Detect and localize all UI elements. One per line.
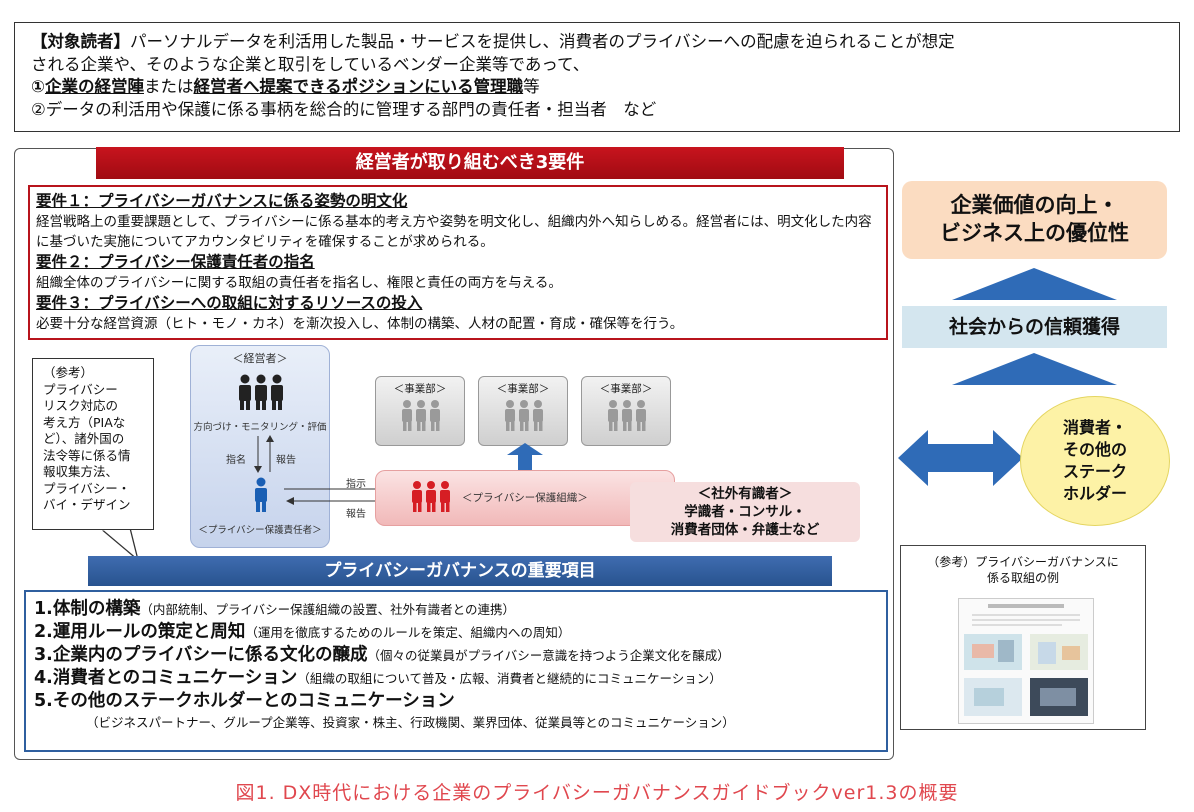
requirement-2-heading: 要件２：プライバシー保護責任者の指名 [36, 252, 880, 273]
value-line2: ビジネス上の優位性 [902, 219, 1167, 247]
guidebook-thumbnail-image [958, 598, 1094, 724]
note-line: リスク対応の [43, 398, 149, 415]
item-heading: 1.体制の構築 [34, 599, 140, 619]
privacy-officer-label: ＜プライバシー保護責任者＞ [190, 522, 330, 536]
target-label: 【対象読者】 [31, 32, 130, 51]
target-line4: ②データの利活用や保護に係る事柄を総合的に管理する部門の責任者・担当者 など [31, 99, 1163, 122]
executive-people-icon [236, 373, 286, 411]
target-line3-or: または [144, 77, 194, 96]
target-line3-num: ① [31, 77, 45, 96]
stake-line: ステーク [1021, 461, 1169, 483]
note-line: （参考） [43, 365, 149, 382]
note-line: プライバシー [43, 382, 149, 399]
example-line1: （参考）プライバシーガバナンスに [907, 554, 1139, 570]
horizontal-double-arrow [898, 430, 1023, 486]
important-item: 4.消費者とのコミュニケーション（組織の取組について普及・広報、消費者と継続的に… [34, 667, 878, 690]
item-note: （運用を徹底するためのルールを策定、組織内への周知） [245, 625, 570, 640]
executive-label: ＜経営者＞ [190, 350, 330, 366]
target-line1: パーソナルデータを利活用した製品・サービスを提供し、消費者のプライバシーへの配慮… [130, 32, 955, 51]
privacy-org-label: ＜プライバシー保護組織＞ [462, 490, 588, 505]
department-people-icon [400, 399, 442, 433]
corporate-value-box: 企業価値の向上・ ビジネス上の優位性 [902, 181, 1167, 259]
department-label: ＜事業部＞ [478, 381, 568, 396]
requirement-3-text: 必要十分な経営資源（ヒト・モノ・カネ）を漸次投入し、体制の構築、人材の配置・育成… [36, 314, 880, 334]
stakeholders-circle: 消費者・ その他の ステーク ホルダー [1020, 396, 1170, 526]
executive-caption: 方向づけ・モニタリング・評価 [190, 419, 330, 433]
item-heading: 4.消費者とのコミュニケーション [34, 668, 297, 688]
important-item: 1.体制の構築（内部統制、プライバシー保護組織の設置、社外有識者との連携） [34, 598, 878, 621]
experts-line1: 学識者・コンサル・ [630, 503, 860, 521]
department-people-icon [503, 399, 545, 433]
important-item: 5.その他のステークホルダーとのコミュニケーション [34, 690, 878, 712]
target-line3-manager: 経営者へ提案できるポジションにいる管理職 [193, 77, 523, 96]
stake-line: その他の [1021, 439, 1169, 461]
important-item: 2.運用ルールの策定と周知（運用を徹底するためのルールを策定、組織内への周知） [34, 621, 878, 644]
up-arrow-top [952, 268, 1117, 300]
figure-caption: 図1. DX時代における企業のプライバシーガバナンスガイドブックver1.3の概… [0, 778, 1194, 805]
note-line: 報収集方法、 [43, 464, 149, 481]
note-line: プライバシー・ [43, 481, 149, 498]
value-line1: 企業価値の向上・ [902, 191, 1167, 219]
item-heading: 2.運用ルールの策定と周知 [34, 622, 245, 642]
up-arrow-bottom [952, 353, 1117, 385]
requirement-1-heading: 要件１：プライバシーガバナンスに係る姿勢の明文化 [36, 191, 880, 212]
privacy-officer-icon [251, 477, 271, 513]
requirement-1-text: 経営戦略上の重要課題として、プライバシーに係る基本的考え方や姿勢を明文化し、組織… [36, 212, 880, 252]
item-note: （内部統制、プライバシー保護組織の設置、社外有識者との連携） [140, 602, 515, 617]
stake-line: ホルダー [1021, 483, 1169, 505]
department-label: ＜事業部＞ [581, 381, 671, 396]
appoint-report-arrows [250, 434, 280, 474]
experts-title: ＜社外有識者＞ [630, 485, 860, 503]
social-trust-box: 社会からの信頼獲得 [902, 306, 1167, 348]
target-line3-etc: 等 [523, 77, 540, 96]
important-items-box: 1.体制の構築（内部統制、プライバシー保護組織の設置、社外有識者との連携） 2.… [24, 590, 888, 752]
note-line: ど）、諸外国の [43, 431, 149, 448]
target-line2: される企業や、そのような企業と取引をしているベンダー企業等であって、 [31, 54, 1163, 77]
requirement-2-text: 組織全体のプライバシーに関する取組の責任者を指名し、権限と責任の両方を与える。 [36, 273, 880, 293]
note-line: 法令等に係る情 [43, 448, 149, 465]
requirements-banner: 経営者が取り組むべき3要件 [96, 147, 844, 179]
requirement-3-heading: 要件３：プライバシーへの取組に対するリソースの投入 [36, 293, 880, 314]
appoint-label: 指名 [226, 451, 246, 466]
department-label: ＜事業部＞ [375, 381, 465, 396]
privacy-org-people-icon [410, 480, 452, 514]
external-experts-box: ＜社外有識者＞ 学識者・コンサル・ 消費者団体・弁護士など [630, 482, 860, 542]
item-note: （個々の従業員がプライバシー意識を持つよう企業文化を醸成） [367, 648, 729, 663]
note-line: バイ・デザイン [43, 497, 149, 514]
stake-line: 消費者・ [1021, 417, 1169, 439]
important-item: 3.企業内のプライバシーに係る文化の醸成（個々の従業員がプライバシー意識を持つよ… [34, 644, 878, 667]
target-readers-box: 【対象読者】パーソナルデータを利活用した製品・サービスを提供し、消費者のプライバ… [14, 22, 1180, 132]
item5-note: （ビジネスパートナー、グループ企業等、投資家・株主、行政機関、業界団体、従業員等… [34, 712, 878, 734]
example-line2: 係る取組の例 [907, 570, 1139, 586]
requirements-box: 要件１：プライバシーガバナンスに係る姿勢の明文化 経営戦略上の重要課題として、プ… [28, 185, 888, 340]
item-note: （組織の取組について普及・広報、消費者と継続的にコミュニケーション） [297, 671, 721, 686]
note-line: 考え方（PIAな [43, 415, 149, 432]
item-heading: 5.その他のステークホルダーとのコミュニケーション [34, 691, 455, 711]
important-items-banner: プライバシーガバナンスの重要項目 [88, 556, 832, 586]
reference-note: （参考） プライバシー リスク対応の 考え方（PIAな ど）、諸外国の 法令等に… [32, 358, 154, 530]
experts-line2: 消費者団体・弁護士など [630, 521, 860, 539]
target-line3-exec: 企業の経営陣 [45, 77, 144, 96]
department-people-icon [606, 399, 648, 433]
item-heading: 3.企業内のプライバシーに係る文化の醸成 [34, 645, 367, 665]
